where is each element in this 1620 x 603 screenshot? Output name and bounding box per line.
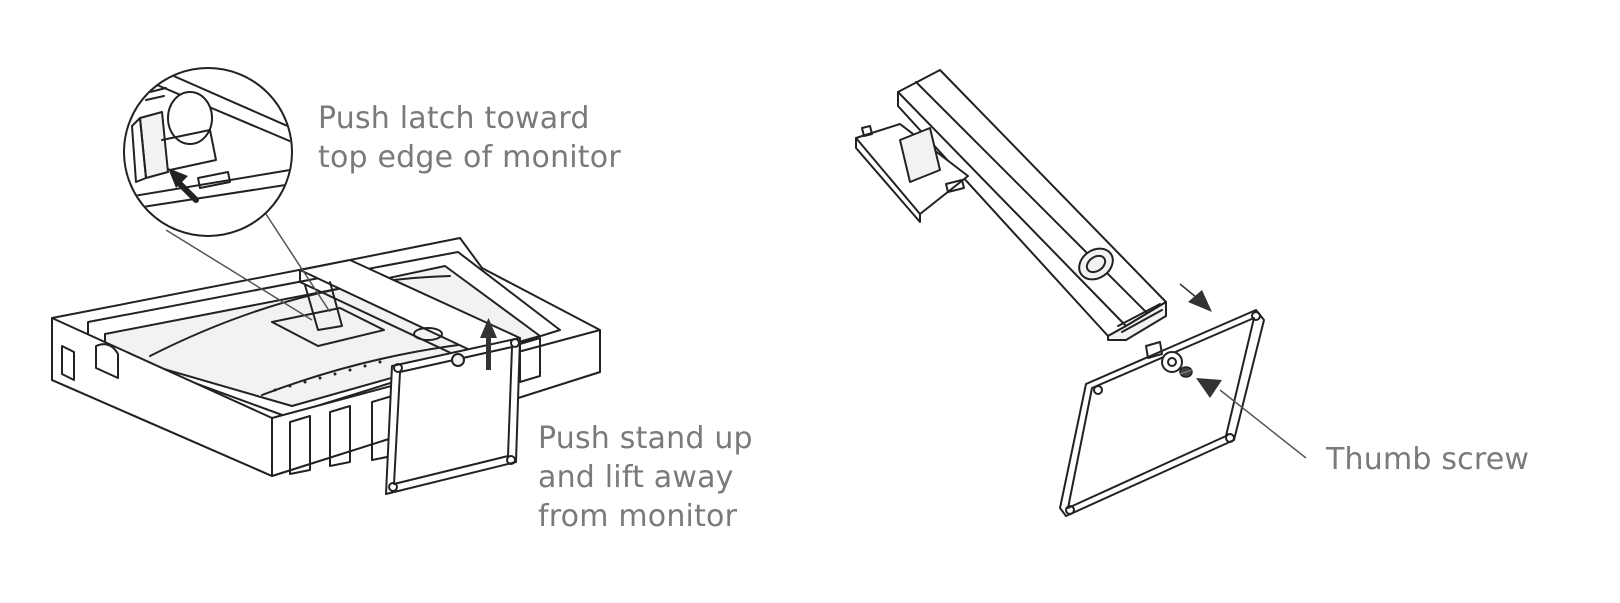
stand-instruction-line-3: from monitor <box>538 499 738 534</box>
stand-instruction-line-2: and lift away <box>538 460 734 495</box>
screw-arrow <box>1196 378 1307 459</box>
monitor-in-packaging <box>51 237 601 495</box>
push-up-arrow <box>480 318 497 370</box>
stand-instruction-label: Push stand up and lift away from monitor <box>538 419 753 536</box>
latch-detail-zoom <box>123 67 293 237</box>
stand-and-base <box>855 69 1307 517</box>
thumb-screw-label: Thumb screw <box>1326 440 1529 479</box>
insert-arrow <box>1179 283 1212 312</box>
latch-instruction-line-1: Push latch toward <box>318 101 590 136</box>
latch-arrow <box>168 168 199 203</box>
latch-instruction-line-2: top edge of monitor <box>318 140 621 175</box>
magnifier-leader <box>165 207 331 321</box>
thumb-screw-line-1: Thumb screw <box>1326 442 1530 477</box>
stand-instruction-line-1: Push stand up <box>538 421 753 456</box>
thumb-screw <box>1179 366 1193 378</box>
vent-holes <box>273 360 382 392</box>
latch-instruction-label: Push latch toward top edge of monitor <box>318 99 621 177</box>
